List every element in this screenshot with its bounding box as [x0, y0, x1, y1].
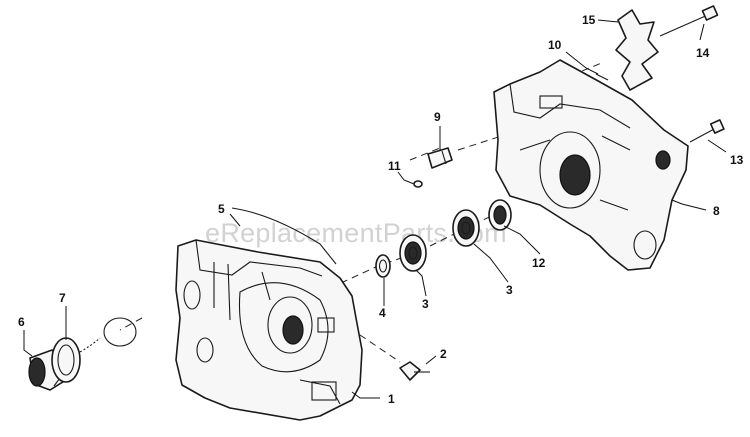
callout-3b: 3 [506, 283, 513, 297]
part-1-crankcase-half [175, 239, 363, 421]
part-7-retainer-ring [51, 317, 137, 383]
part-14-bolt [659, 5, 719, 37]
part-9-sleeve [427, 147, 453, 169]
callout-2: 2 [440, 347, 447, 361]
part-3-bearing-b [452, 209, 480, 247]
callout-3a: 3 [422, 297, 429, 311]
part-3-bearing-a [399, 234, 427, 272]
part-15-bumper-spike [615, 9, 659, 91]
part-13-bolt [689, 119, 725, 143]
leader-lines [23, 19, 727, 399]
callout-14: 14 [696, 46, 710, 60]
callout-8: 8 [713, 204, 720, 218]
part-2-screw [399, 361, 430, 381]
callout-9: 9 [434, 110, 441, 124]
part-10-screw [595, 73, 609, 81]
callout-13: 13 [730, 153, 744, 167]
part-4-seal [375, 254, 391, 278]
part-5-gasket [231, 207, 337, 265]
callout-11: 11 [388, 159, 401, 173]
callout-15: 15 [582, 13, 596, 27]
callout-1: 1 [388, 392, 395, 406]
callout-7: 7 [59, 291, 66, 305]
callout-12: 12 [532, 256, 546, 270]
part-12-seal [488, 199, 512, 231]
callout-5: 5 [218, 202, 225, 216]
callout-4: 4 [379, 306, 386, 320]
callout-10: 10 [548, 38, 562, 52]
part-8-crankcase-half [493, 59, 689, 271]
callout-labels: 1 2 3 3 4 5 6 7 8 9 10 11 12 13 14 15 [18, 13, 744, 406]
part-11-pin [413, 180, 423, 188]
callout-6: 6 [18, 315, 25, 329]
